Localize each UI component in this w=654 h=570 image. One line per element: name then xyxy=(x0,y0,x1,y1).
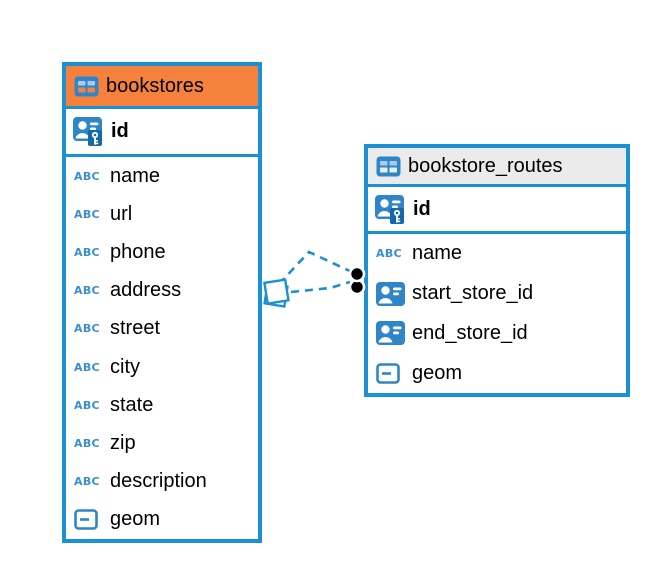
primary-key-row[interactable]: id xyxy=(66,109,258,154)
primary-key-name: id xyxy=(111,120,129,142)
column-row-street[interactable]: ABC street xyxy=(66,309,258,349)
column-name: description xyxy=(110,470,207,493)
column-name: zip xyxy=(110,432,136,455)
text-type-icon: ABC xyxy=(74,360,100,374)
geometry-type-icon xyxy=(376,362,412,384)
section-divider xyxy=(368,231,626,234)
column-name: geom xyxy=(412,361,463,384)
column-name: name xyxy=(110,164,161,187)
table-title: bookstore_routes xyxy=(408,154,563,177)
column-row-geom[interactable]: geom xyxy=(368,353,626,393)
table-header[interactable]: bookstore_routes xyxy=(368,148,626,184)
table-title: bookstores xyxy=(106,74,204,97)
text-type-icon: ABC xyxy=(376,247,402,261)
column-name: name xyxy=(412,242,463,265)
table-header[interactable]: bookstores xyxy=(66,66,258,106)
text-type-icon: ABC xyxy=(74,322,100,336)
column-row-city[interactable]: ABC city xyxy=(66,348,258,387)
relationship-target-marker[interactable] xyxy=(348,265,366,296)
column-name: address xyxy=(110,279,182,302)
column-row-start_store_id[interactable]: start_store_id xyxy=(368,273,626,314)
column-name: city xyxy=(110,355,140,378)
primary-key-name: id xyxy=(413,197,431,220)
column-row-state[interactable]: ABC state xyxy=(66,386,258,425)
section-divider xyxy=(368,184,626,187)
text-type-icon: ABC xyxy=(74,437,100,451)
section-divider xyxy=(66,154,258,157)
column-name: street xyxy=(110,317,161,340)
column-row-end_store_id[interactable]: end_store_id xyxy=(368,313,626,354)
relationship-source-marker[interactable] xyxy=(263,278,290,308)
column-name: state xyxy=(110,393,154,416)
column-row-address[interactable]: ABC address xyxy=(66,271,258,310)
column-row-zip[interactable]: ABC zip xyxy=(66,424,258,463)
table-icon xyxy=(74,76,106,97)
reference-type-icon xyxy=(376,281,412,306)
column-row-phone[interactable]: ABC phone xyxy=(66,233,258,272)
column-name: url xyxy=(110,202,133,225)
primary-key-icon xyxy=(73,117,111,149)
text-type-icon: ABC xyxy=(74,207,100,221)
reference-type-icon xyxy=(376,321,412,346)
text-type-icon: ABC xyxy=(74,284,100,298)
table-icon xyxy=(376,156,408,177)
geometry-type-icon xyxy=(74,509,110,531)
column-name: start_store_id xyxy=(412,282,534,305)
column-row-geom[interactable]: geom xyxy=(66,500,258,540)
column-row-name[interactable]: ABC name xyxy=(368,234,626,274)
entity-table-bookstore-routes[interactable]: bookstore_routes id ABC name start_store_i… xyxy=(364,144,630,397)
column-row-url[interactable]: ABC url xyxy=(66,195,258,234)
relationship-line[interactable] xyxy=(290,280,351,294)
column-name: phone xyxy=(110,241,166,263)
text-type-icon: ABC xyxy=(74,246,100,259)
primary-key-icon xyxy=(375,194,413,227)
column-name: geom xyxy=(110,508,161,531)
relationship-line[interactable] xyxy=(278,250,353,285)
text-type-icon: ABC xyxy=(74,475,100,489)
column-name: end_store_id xyxy=(412,321,528,344)
primary-key-row[interactable]: id xyxy=(368,187,626,231)
text-type-icon: ABC xyxy=(74,169,100,183)
text-type-icon: ABC xyxy=(74,398,100,412)
column-row-name[interactable]: ABC name xyxy=(66,157,258,196)
section-divider xyxy=(66,106,258,109)
column-row-description[interactable]: ABC description xyxy=(66,462,258,501)
